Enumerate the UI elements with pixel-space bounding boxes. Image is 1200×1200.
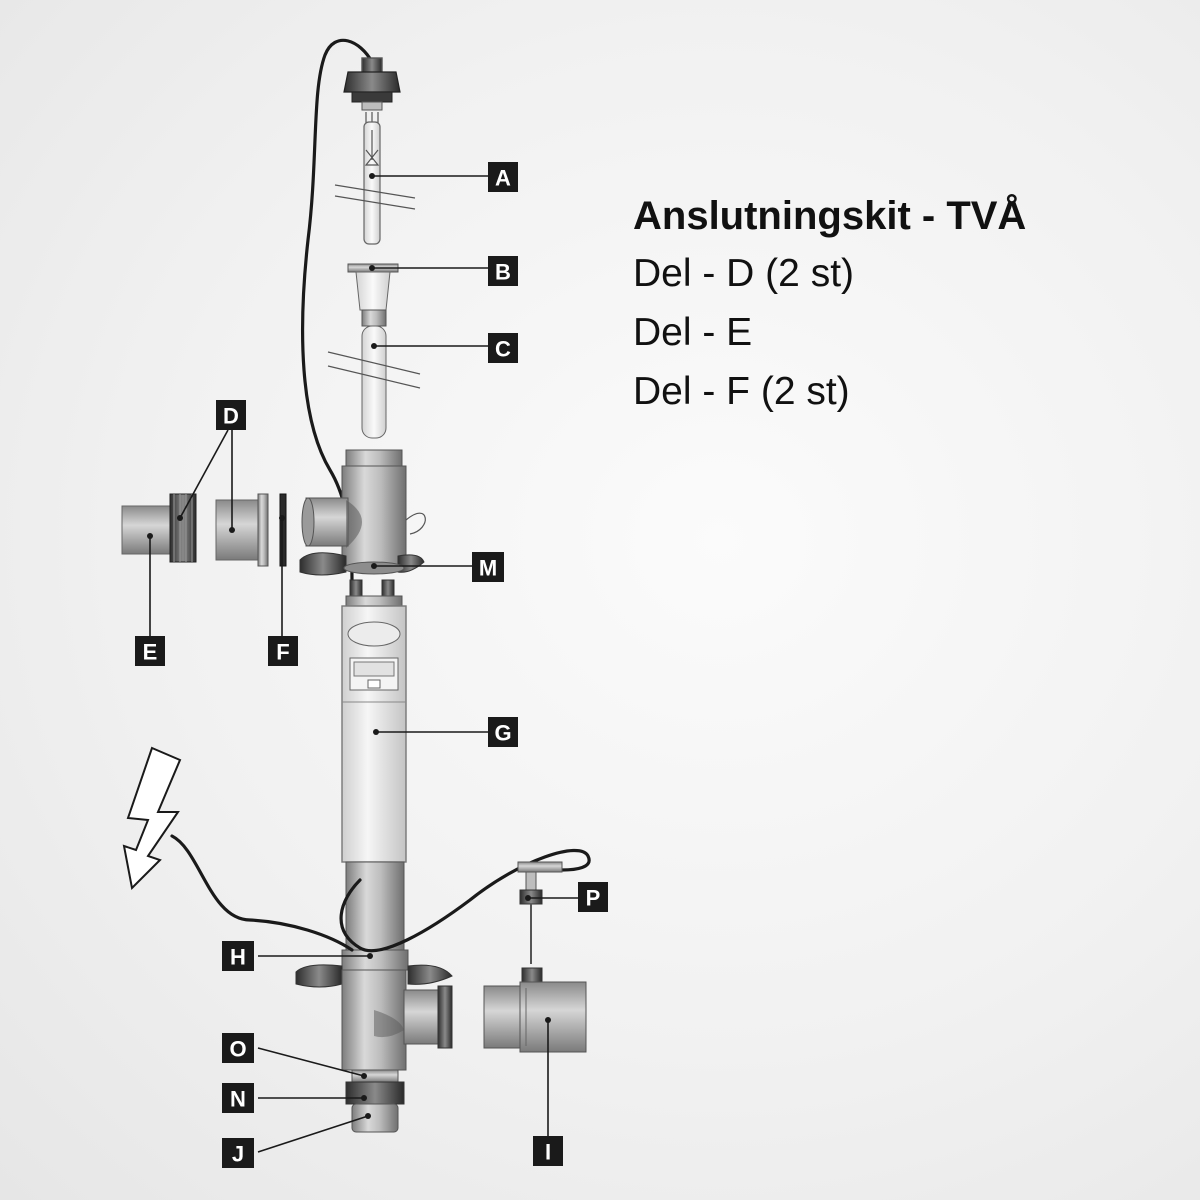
svg-text:C: C [495,337,511,362]
lamp-collar [347,263,399,311]
svg-text:D: D [223,404,239,429]
label-d: D [216,400,246,430]
svg-text:I: I [545,1140,551,1165]
lower-housing [295,861,453,1133]
svg-text:J: J [232,1142,244,1167]
label-i: I [533,1136,563,1166]
union-parts [121,493,287,567]
flow-sensor [517,861,563,964]
uv-lamp [334,121,416,245]
kit-item-e: Del - E [633,311,753,354]
svg-text:G: G [494,721,511,746]
svg-text:H: H [230,945,246,970]
lamp-cap [343,57,401,125]
label-j: J [222,1138,254,1168]
tee-fitting [483,967,587,1053]
upper-housing [299,449,426,607]
label-b: B [488,256,518,286]
label-c: C [488,333,518,363]
quartz-sleeve [327,309,421,439]
svg-text:E: E [143,640,158,665]
svg-text:O: O [229,1037,246,1062]
label-g: G [488,717,518,747]
label-n: N [222,1083,254,1113]
svg-text:P: P [586,886,601,911]
svg-text:B: B [495,260,511,285]
label-e: E [135,636,165,666]
label-m: M [472,552,504,582]
svg-text:M: M [479,556,497,581]
label-o: O [222,1033,254,1063]
label-f: F [268,636,298,666]
power-cable [339,848,591,953]
kit-info-panel: Anslutningskit - TVÅ Del - D (2 st) Del … [633,188,1173,421]
kit-item-f: Del - F (2 st) [633,370,850,413]
svg-text:A: A [495,166,511,191]
kit-title: Anslutningskit - TVÅ [633,194,1027,238]
label-p: P [578,882,608,912]
label-h: H [222,941,254,971]
svg-text:N: N [230,1087,246,1112]
mains-cable [170,834,354,952]
controller-housing [341,605,407,863]
leader-lines [147,173,578,1153]
label-a: A [488,162,518,192]
lightning-bolt-icon [122,746,182,891]
kit-item-d: Del - D (2 st) [633,252,855,295]
svg-text:F: F [276,640,289,665]
lamp-cable [301,38,374,582]
